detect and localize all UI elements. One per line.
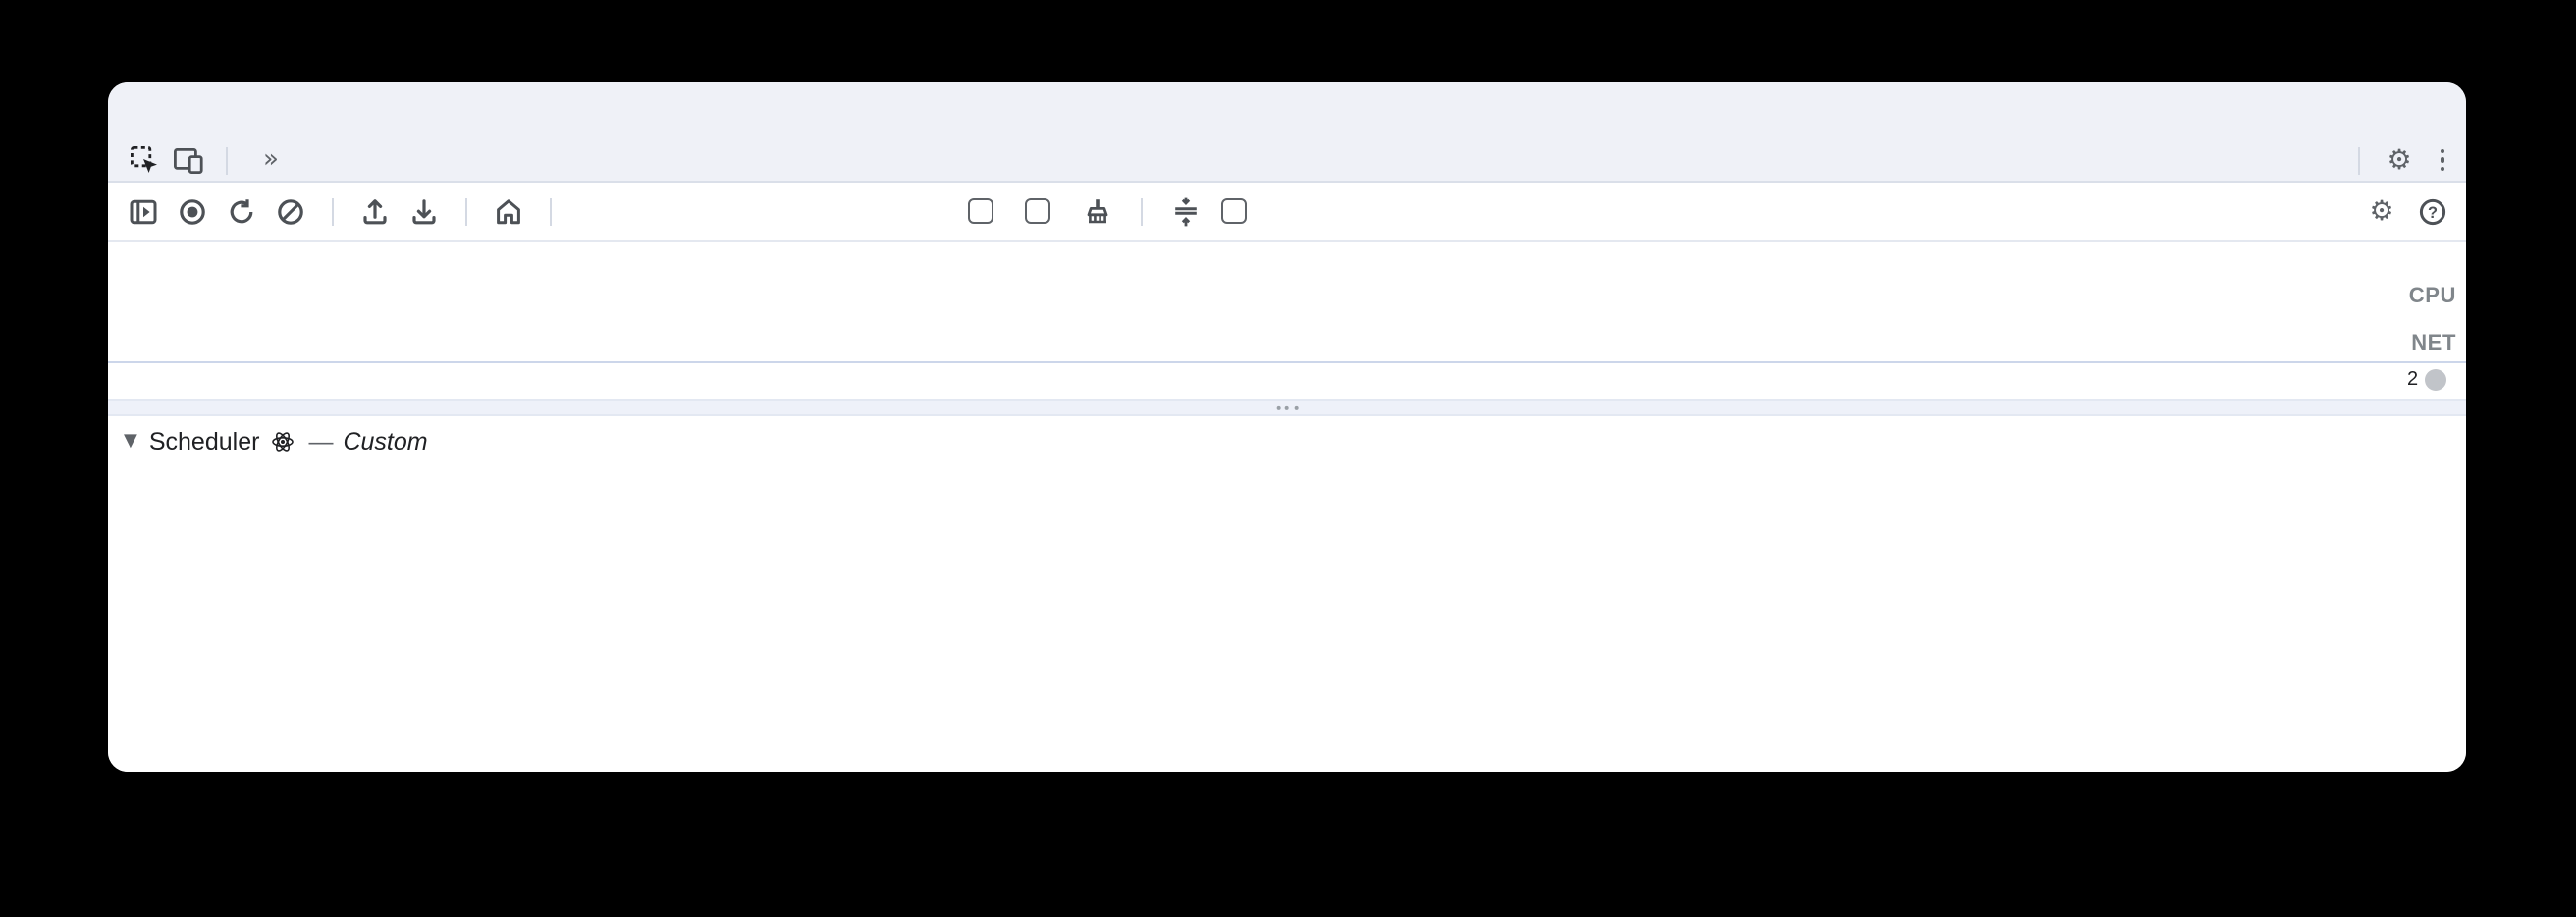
track-group-scheduler[interactable]: ▼ Scheduler — Custom xyxy=(108,422,428,459)
svg-text:?: ? xyxy=(2428,203,2438,221)
screenshots-checkbox[interactable] xyxy=(968,198,1005,224)
toggle-sidebar-icon[interactable] xyxy=(128,195,159,227)
adjust-throttling-icon[interactable] xyxy=(1170,195,1202,227)
drag-handle-dots-icon[interactable] xyxy=(1275,405,1299,410)
device-toolbar-icon[interactable] xyxy=(173,144,204,176)
tabbar-right-icons: ⚙ xyxy=(2350,139,2454,181)
kebab-menu-icon[interactable] xyxy=(2431,148,2454,172)
devtools-window: » ⚙ xyxy=(108,82,2466,772)
window-titlebar xyxy=(108,82,2466,139)
tabbar-left-icons xyxy=(108,144,247,176)
close-window-button[interactable] xyxy=(126,100,147,122)
toolbar-divider xyxy=(550,197,552,225)
net-lane-label: NET xyxy=(2411,332,2456,355)
download-profile-icon[interactable] xyxy=(408,195,440,227)
window-controls xyxy=(126,100,226,122)
collapse-triangle-icon[interactable]: ▼ xyxy=(124,431,137,451)
timeline-ruler: 2 xyxy=(108,363,2466,399)
toolbar-divider xyxy=(332,197,334,225)
dim-3rd-parties-checkbox[interactable] xyxy=(1221,198,1259,224)
upload-profile-icon[interactable] xyxy=(359,195,391,227)
collect-garbage-icon[interactable] xyxy=(1082,195,1113,227)
react-atom-icon xyxy=(269,428,295,454)
memory-checkbox[interactable] xyxy=(1025,198,1062,224)
track-group-subtitle: Custom xyxy=(343,427,428,455)
tabbar-divider xyxy=(226,146,228,174)
toolbar-right-group: ⚙ ? xyxy=(2366,183,2448,240)
checkbox-box[interactable] xyxy=(1221,198,1247,224)
devtools-tabbar: » ⚙ xyxy=(108,139,2466,183)
capture-settings-gear-icon[interactable]: ⚙ xyxy=(2369,195,2394,227)
toolbar-center-group xyxy=(968,183,1259,240)
flamechart-tracks[interactable]: ▼ Scheduler — Custom xyxy=(108,416,2466,709)
settings-gear-icon[interactable]: ⚙ xyxy=(2387,144,2412,176)
tabbar-right-divider xyxy=(2358,146,2360,174)
vertical-scrollbar-thumb[interactable] xyxy=(2425,369,2446,391)
checkbox-box[interactable] xyxy=(968,198,993,224)
inspect-icon[interactable] xyxy=(128,144,159,176)
performance-toolbar: ⚙ ? xyxy=(108,183,2466,242)
checkbox-box[interactable] xyxy=(1025,198,1050,224)
record-icon[interactable] xyxy=(177,195,208,227)
dash-separator: — xyxy=(308,427,334,455)
toolbar-divider xyxy=(1141,197,1143,225)
reload-and-record-icon[interactable] xyxy=(226,195,257,227)
clipped-tick-label: 2 xyxy=(2407,369,2419,391)
live-metrics-home-icon[interactable] xyxy=(493,195,524,227)
minimize-window-button[interactable] xyxy=(165,100,187,122)
timeline-overview[interactable]: CPU NET xyxy=(108,242,2466,363)
panel-resize-divider[interactable] xyxy=(108,399,2466,416)
help-icon[interactable]: ? xyxy=(2417,195,2448,227)
cpu-lane-label: CPU xyxy=(2408,285,2456,308)
toolbar-left-group xyxy=(108,195,560,227)
more-tabs-icon[interactable]: » xyxy=(263,145,279,175)
toolbar-divider xyxy=(465,197,467,225)
clear-icon[interactable] xyxy=(275,195,306,227)
track-group-title: Scheduler xyxy=(148,427,260,455)
zoom-window-button[interactable] xyxy=(204,100,226,122)
panel-footer-blank xyxy=(108,709,2466,772)
